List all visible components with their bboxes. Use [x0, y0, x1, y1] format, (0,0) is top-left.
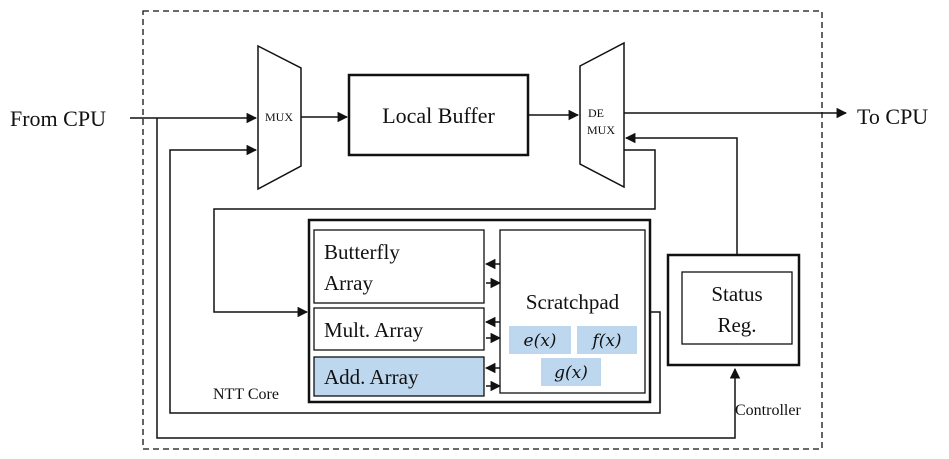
controller-label: Controller: [735, 402, 801, 419]
ntt-core-label: NTT Core: [213, 386, 279, 403]
scratch-item-f: f(x): [590, 331, 621, 351]
mult-array-block: [313, 307, 485, 351]
add-array-block: [313, 356, 485, 397]
connection-wires: [130, 107, 848, 439]
butterfly-array-label-line1: Butterfly: [324, 240, 400, 264]
from-cpu-label: From CPU: [10, 106, 106, 131]
scratch-item-f-box: [577, 326, 637, 354]
mux-label: MUX: [265, 110, 293, 124]
to-cpu-label: To CPU: [857, 104, 928, 129]
demux-block: [579, 41, 625, 189]
mux-block: [257, 44, 302, 191]
status-reg-label-line2: Reg.: [717, 313, 756, 337]
scratch-item-g: g(x): [554, 363, 588, 383]
accelerator-boundary: [142, 10, 823, 450]
add-array-label: Add. Array: [324, 365, 419, 389]
scratchpad-label: Scratchpad: [526, 290, 620, 314]
local-buffer-block: [347, 73, 530, 157]
demux-label-line2: MUX: [587, 123, 615, 137]
butterfly-array-block: [313, 229, 485, 304]
local-buffer-label: Local Buffer: [382, 103, 495, 128]
mult-array-label: Mult. Array: [324, 318, 424, 342]
scratch-item-e-box: [509, 326, 571, 354]
demux-label-line1: DE: [588, 106, 604, 120]
status-reg-inner-block: [681, 271, 793, 345]
butterfly-array-label-line2: Array: [324, 271, 373, 295]
scratch-item-e: e(x): [524, 331, 557, 351]
status-reg-label-line1: Status: [711, 282, 762, 306]
scratch-item-g-box: [541, 358, 601, 386]
